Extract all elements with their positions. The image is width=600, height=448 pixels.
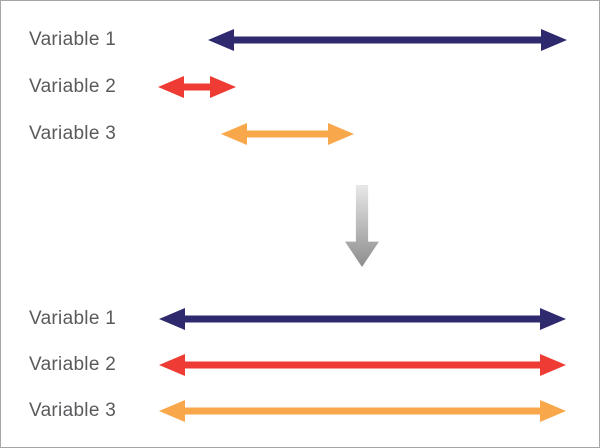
- arrow-left-head-icon: [159, 354, 185, 376]
- range-arrow: [208, 29, 567, 51]
- range-arrow: [159, 400, 566, 422]
- variable-label: Variable 3: [29, 400, 117, 421]
- variable-label: Variable 2: [29, 76, 117, 97]
- arrow-left-head-icon: [221, 123, 247, 145]
- arrow-right-head-icon: [540, 308, 566, 330]
- arrow-right-head-icon: [210, 76, 236, 98]
- arrow-shaft: [178, 83, 216, 91]
- range-arrow: [159, 308, 566, 330]
- variable-label: Variable 1: [29, 308, 117, 329]
- down-arrow-icon: [345, 185, 379, 267]
- range-arrow: [158, 76, 236, 98]
- arrow-right-head-icon: [541, 29, 567, 51]
- arrow-shaft: [241, 130, 334, 138]
- arrow-right-head-icon: [540, 354, 566, 376]
- arrow-shaft: [179, 361, 546, 369]
- variable-label: Variable 2: [29, 354, 117, 375]
- variable-label: Variable 1: [29, 29, 117, 50]
- arrow-right-head-icon: [328, 123, 354, 145]
- arrow-left-head-icon: [158, 76, 184, 98]
- range-arrow: [221, 123, 354, 145]
- arrow-right-head-icon: [540, 400, 566, 422]
- arrow-shaft: [179, 407, 546, 415]
- range-arrow: [159, 354, 566, 376]
- arrow-shaft: [179, 315, 546, 323]
- arrow-shaft: [228, 36, 547, 44]
- arrow-left-head-icon: [159, 308, 185, 330]
- arrow-left-head-icon: [208, 29, 234, 51]
- variable-label: Variable 3: [29, 123, 117, 144]
- arrow-left-head-icon: [159, 400, 185, 422]
